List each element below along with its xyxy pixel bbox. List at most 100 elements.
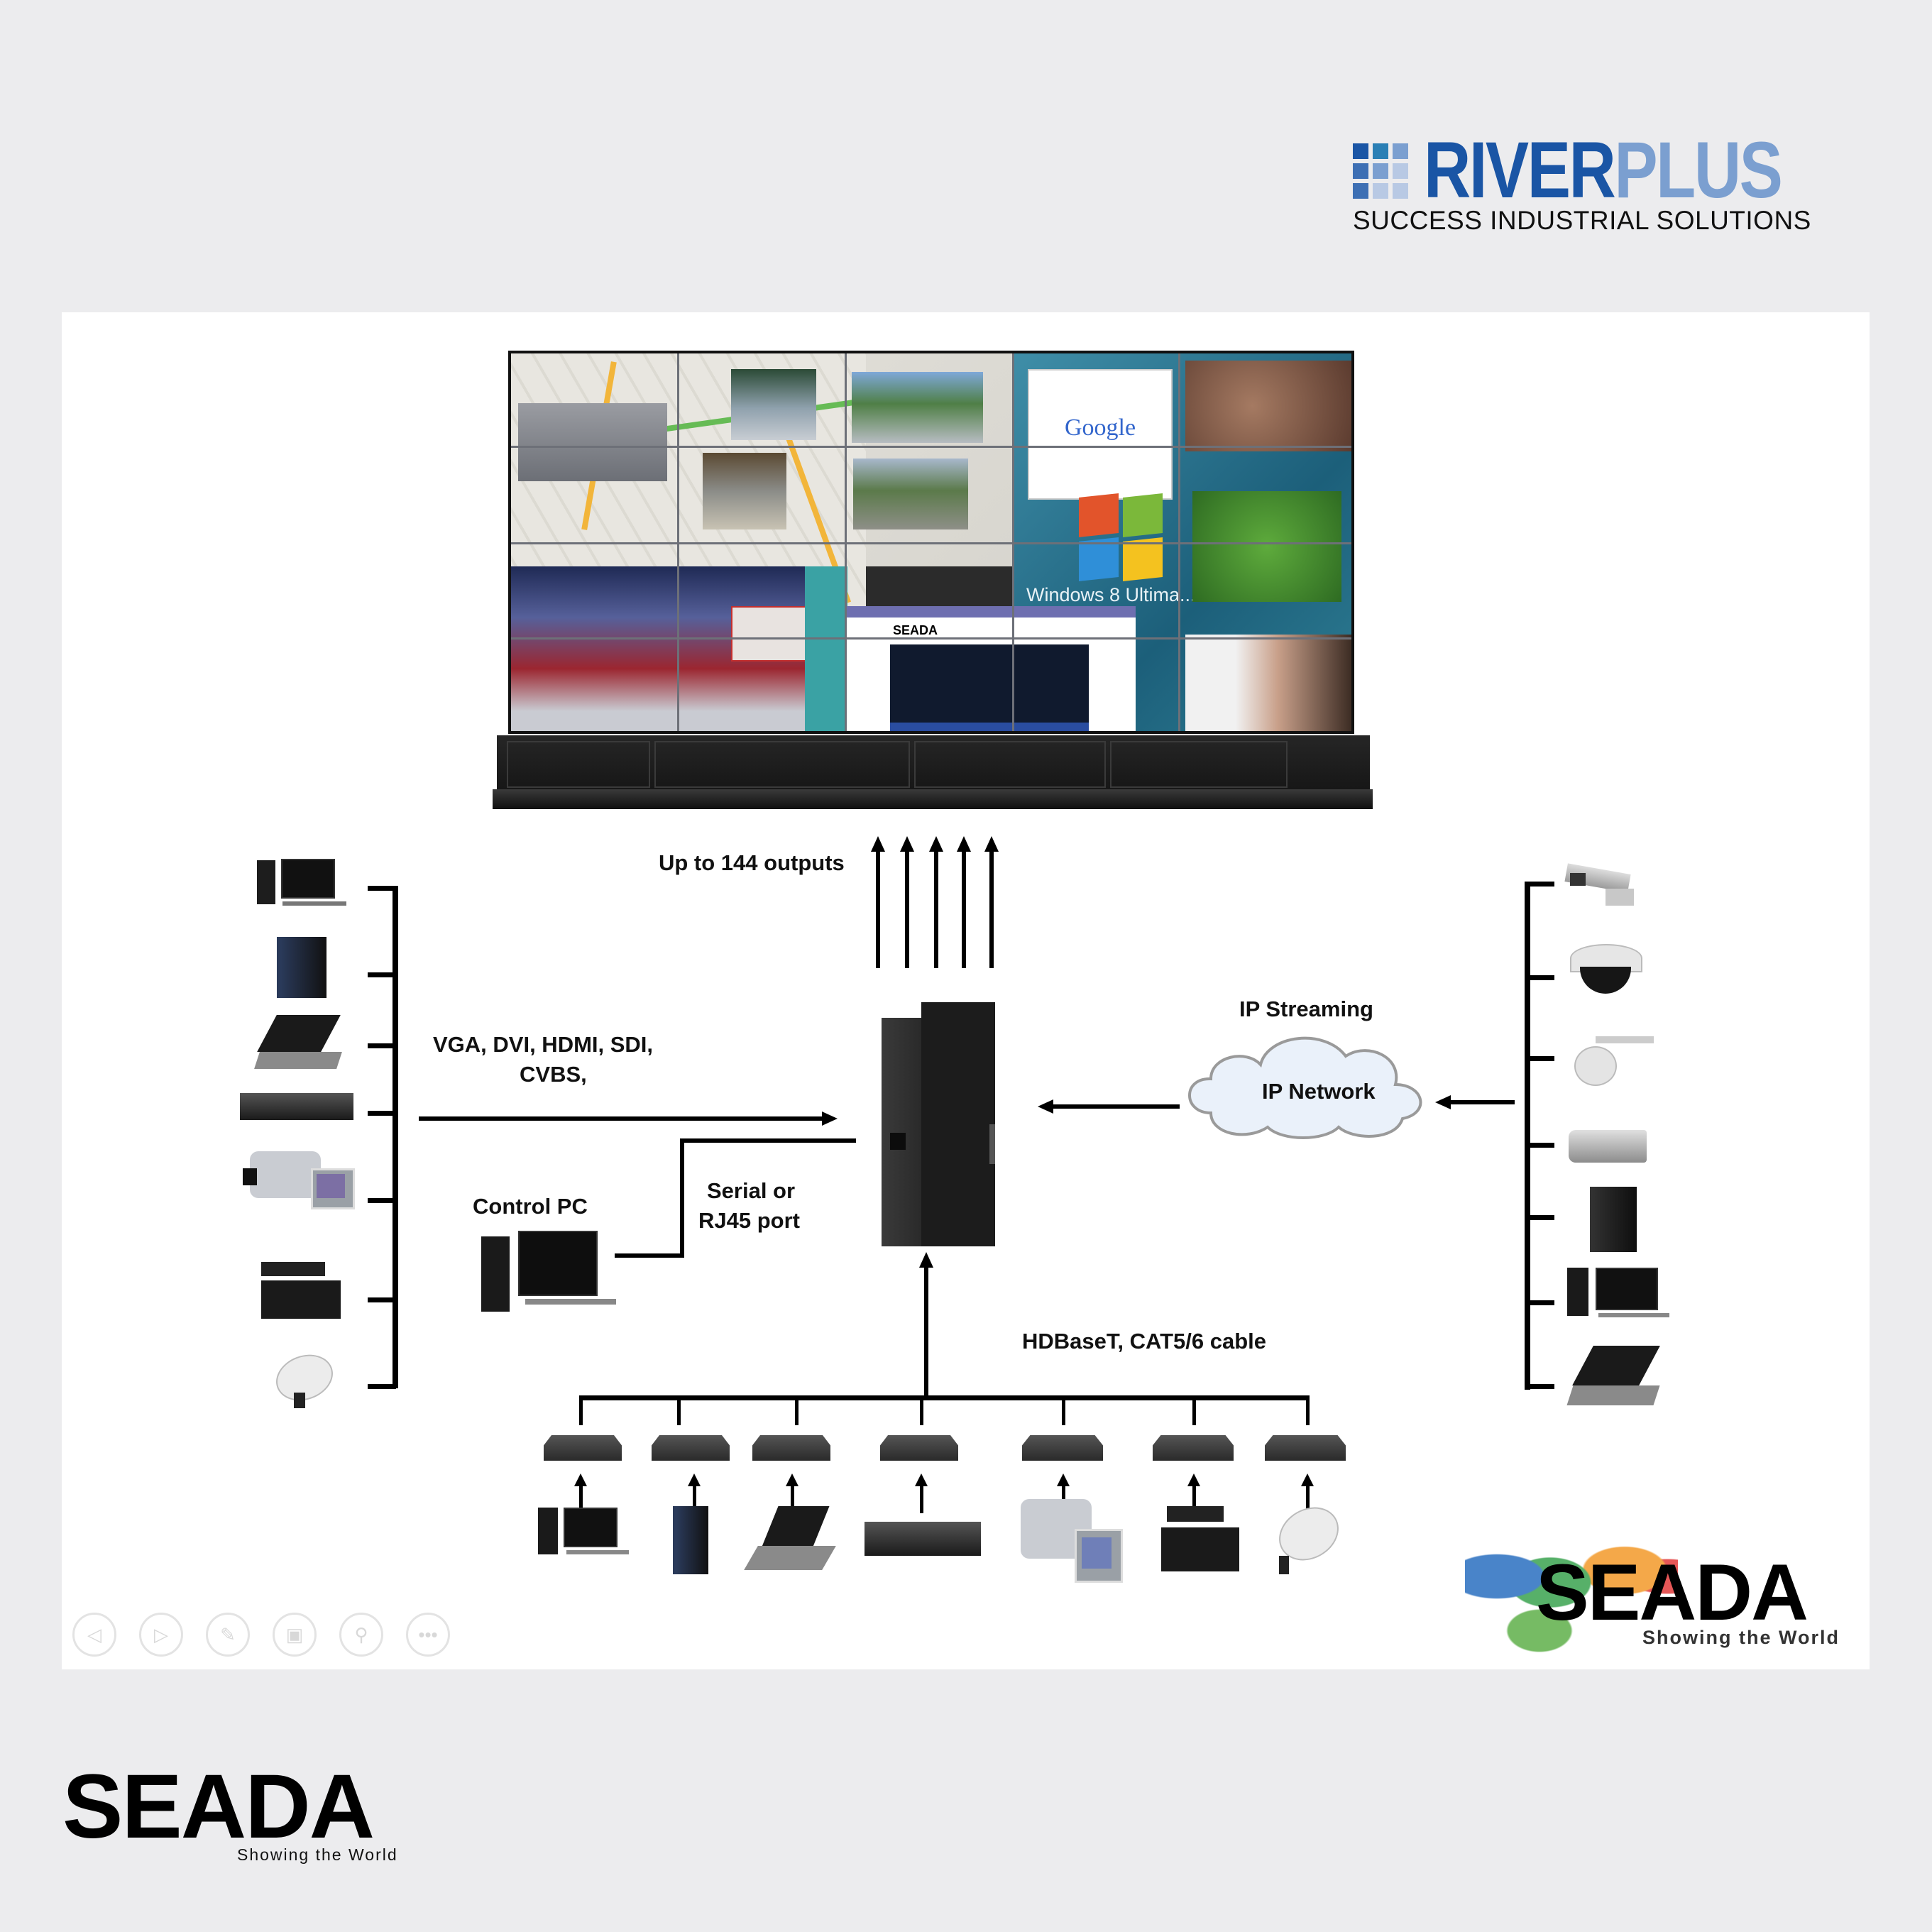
arrow-up-icon bbox=[1187, 1473, 1200, 1486]
pen-tool-button[interactable]: ✎ bbox=[206, 1613, 250, 1657]
website-navbar bbox=[845, 606, 1136, 618]
satellite-dish-icon bbox=[1269, 1496, 1349, 1577]
arrow-left-icon bbox=[1435, 1095, 1451, 1109]
branch bbox=[1526, 1143, 1554, 1148]
serial-cable bbox=[615, 1253, 684, 1258]
arrow-right-icon bbox=[822, 1112, 838, 1126]
magnifier-icon: ⚲ bbox=[354, 1623, 368, 1645]
branch bbox=[368, 1111, 396, 1116]
branch bbox=[368, 1043, 396, 1048]
hdbaset-extender-icon bbox=[544, 1435, 622, 1461]
inputs-label-line1: VGA, DVI, HDMI, SDI, bbox=[433, 1032, 654, 1057]
arrow-up-icon bbox=[1301, 1473, 1314, 1486]
previous-slide-button[interactable]: ◁ bbox=[72, 1613, 116, 1657]
hdbaset-extender-icon bbox=[1265, 1435, 1346, 1461]
arrow-up-icon bbox=[1057, 1473, 1070, 1486]
arrow-up-icon bbox=[915, 1473, 928, 1486]
laptop-icon bbox=[744, 1506, 836, 1574]
pro-video-camera-icon bbox=[1154, 1499, 1248, 1576]
input-arrow bbox=[1306, 1485, 1310, 1513]
drop bbox=[920, 1395, 923, 1425]
output-arrow bbox=[962, 849, 966, 968]
branch bbox=[1526, 1300, 1554, 1305]
drop bbox=[1062, 1395, 1065, 1425]
matrix-switcher-icon bbox=[882, 997, 995, 1246]
windows-caption: Windows 8 Ultima... bbox=[1026, 584, 1196, 605]
input-arrow bbox=[693, 1485, 696, 1513]
drop bbox=[677, 1395, 681, 1425]
seada-footer-wordmark: SEADA bbox=[62, 1756, 375, 1857]
left-bus-line bbox=[393, 886, 398, 1388]
control-pc-icon bbox=[481, 1231, 632, 1314]
branch bbox=[1526, 975, 1554, 980]
output-arrow bbox=[905, 849, 909, 968]
arrow-up-icon bbox=[929, 836, 943, 852]
hdbaset-bus bbox=[579, 1395, 1309, 1400]
camera-feed-thumb bbox=[703, 453, 786, 529]
set-top-box-icon bbox=[240, 1093, 353, 1120]
website-logo: SEADA bbox=[893, 623, 938, 637]
output-arrow bbox=[989, 849, 994, 968]
seada-inner-logo: SEADA Showing the World bbox=[1465, 1533, 1870, 1668]
ptz-camera-icon bbox=[1574, 1036, 1654, 1086]
slides-view-button[interactable]: ▣ bbox=[273, 1613, 317, 1657]
serial-label-line2: RJ45 port bbox=[698, 1208, 800, 1233]
world-map-icon bbox=[1465, 1540, 1678, 1661]
tower-pc-icon bbox=[673, 1506, 708, 1574]
satellite-dish-icon bbox=[269, 1346, 340, 1411]
arrow-up-icon bbox=[871, 836, 885, 852]
set-top-box-icon bbox=[865, 1522, 981, 1556]
arrow-up-icon bbox=[574, 1473, 587, 1486]
hdbaset-extender-icon bbox=[880, 1435, 958, 1461]
grass-photo bbox=[1192, 491, 1341, 602]
zoom-button[interactable]: ⚲ bbox=[339, 1613, 383, 1657]
input-arrow bbox=[791, 1485, 794, 1513]
hdbaset-extender-icon bbox=[1153, 1435, 1234, 1461]
output-arrow bbox=[934, 849, 938, 968]
branch bbox=[1526, 1056, 1554, 1061]
control-pc-label: Control PC bbox=[473, 1194, 588, 1219]
hdbaset-extender-icon bbox=[752, 1435, 830, 1461]
tower-pc-icon bbox=[1590, 1187, 1637, 1252]
google-wordmark: Google bbox=[1065, 415, 1136, 441]
camera-feed-thumb bbox=[853, 459, 968, 529]
chevron-right-icon: ▷ bbox=[154, 1623, 168, 1645]
bezel bbox=[511, 542, 1351, 544]
arrow-up-icon bbox=[688, 1473, 701, 1486]
riverplus-tagline: SUCCESS INDUSTRIAL SOLUTIONS bbox=[1353, 206, 1811, 235]
riverplus-grid-icon bbox=[1353, 143, 1408, 199]
drop bbox=[1192, 1395, 1196, 1425]
drop bbox=[795, 1395, 798, 1425]
serial-label-line1: Serial or bbox=[707, 1178, 796, 1203]
seada-inner-tagline: Showing the World bbox=[1642, 1627, 1840, 1648]
seada-inner-wordmark: SEADA bbox=[1536, 1548, 1808, 1637]
input-arrow bbox=[920, 1485, 923, 1513]
arrow-up-icon bbox=[900, 836, 914, 852]
pen-icon: ✎ bbox=[220, 1623, 236, 1645]
windows-logo-icon bbox=[1079, 493, 1164, 581]
input-arrow bbox=[579, 1485, 583, 1513]
serial-cable bbox=[680, 1140, 684, 1258]
riverplus-logo: RIVERPLUS SUCCESS INDUSTRIAL SOLUTIONS bbox=[1353, 131, 1821, 235]
bezel bbox=[511, 637, 1351, 640]
next-slide-button[interactable]: ▷ bbox=[139, 1613, 183, 1657]
seada-footer-logo: SEADA Showing the World bbox=[62, 1762, 446, 1868]
woman-headphones-photo bbox=[1185, 635, 1351, 731]
arrow-up-icon bbox=[984, 836, 999, 852]
tower-pc-icon bbox=[277, 937, 326, 998]
video-wall: Google Windows 8 Ultima... SEADA bbox=[508, 351, 1354, 734]
drop bbox=[579, 1395, 583, 1425]
branch bbox=[1526, 1215, 1554, 1220]
bullet-ip-camera-icon bbox=[1564, 863, 1640, 907]
branch bbox=[368, 1384, 396, 1389]
more-options-button[interactable]: ••• bbox=[406, 1613, 450, 1657]
riverplus-wordmark: RIVERPLUS bbox=[1424, 126, 1783, 214]
branch bbox=[368, 1297, 396, 1302]
drop bbox=[1306, 1395, 1310, 1425]
cloud-icon bbox=[1188, 1036, 1422, 1139]
camcorder-icon bbox=[243, 1144, 356, 1212]
news-logo bbox=[731, 606, 812, 662]
chevron-left-icon: ◁ bbox=[87, 1623, 101, 1645]
desktop-pc-icon bbox=[257, 859, 349, 920]
hdbaset-trunk bbox=[924, 1265, 928, 1398]
